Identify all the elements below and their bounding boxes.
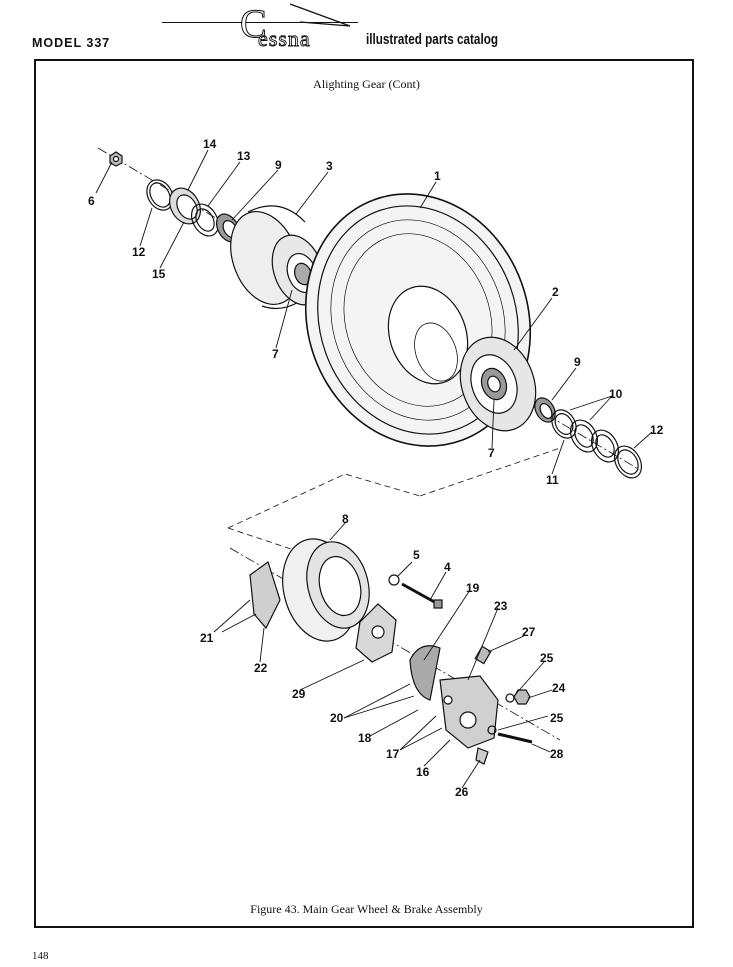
callout-14: 14 [203, 137, 217, 151]
callout-18: 18 [358, 731, 372, 745]
callout-10: 10 [609, 387, 623, 401]
callout-12b: 12 [650, 423, 664, 437]
callout-2: 2 [552, 285, 559, 299]
callout-21: 21 [200, 631, 214, 645]
part-wheel-half-2 [459, 336, 537, 432]
callout-20: 20 [330, 711, 344, 725]
part-snap-ring-12 [146, 179, 174, 211]
part-nut-24 [513, 689, 531, 705]
callout-4: 4 [444, 560, 451, 574]
part-lining-22 [249, 561, 281, 630]
callout-22: 22 [254, 661, 268, 675]
callout-9a: 9 [275, 158, 282, 172]
part-brake-cylinder-16 [439, 675, 499, 749]
logo-rule [162, 22, 358, 23]
part-seal-10 [569, 419, 599, 453]
callout-3: 3 [326, 159, 333, 173]
part-bolt-4 [401, 582, 439, 606]
callout-28: 28 [550, 747, 564, 761]
part-wheel-half-3 [230, 205, 325, 310]
part-nut-6 [109, 151, 123, 167]
callout-29: 29 [292, 687, 306, 701]
part-bolt-28 [497, 732, 533, 744]
callout-16: 16 [416, 765, 430, 779]
part-brake-disc-8 [282, 538, 370, 642]
callout-26: 26 [455, 785, 469, 799]
callout-11: 11 [546, 473, 559, 487]
callout-7b: 7 [488, 446, 495, 460]
cessna-logo-text: essna [258, 26, 311, 51]
callout-27: 27 [522, 625, 536, 639]
model-label: MODEL 337 [32, 36, 111, 50]
callout-19: 19 [466, 581, 480, 595]
figure-caption: Figure 43. Main Gear Wheel & Brake Assem… [250, 902, 483, 916]
callout-25b: 25 [550, 711, 564, 725]
callout-12a: 12 [132, 245, 146, 259]
callout-13: 13 [237, 149, 251, 163]
callout-15: 15 [152, 267, 166, 281]
cessna-logo: C [240, 1, 268, 46]
callout-7a: 7 [272, 347, 279, 361]
callout-6: 6 [88, 194, 95, 208]
callout-9b: 9 [574, 355, 581, 369]
part-tire-1 [304, 193, 532, 447]
part-bleeder-26 [475, 747, 489, 765]
callout-24: 24 [552, 681, 566, 695]
diagram-frame [34, 59, 694, 928]
callout-8: 8 [342, 512, 349, 526]
catalog-title: illustrated parts catalog [366, 31, 498, 48]
page-number: 148 [32, 950, 49, 962]
callout-1: 1 [434, 169, 441, 183]
part-washer-25 [505, 693, 515, 703]
callout-5: 5 [413, 548, 420, 562]
part-fitting-27 [474, 645, 492, 665]
part-washer-5 [388, 574, 400, 586]
callout-25a: 25 [540, 651, 554, 665]
part-felt-13 [190, 203, 220, 237]
part-snap-ring-12b [613, 445, 643, 479]
diagram-title: Alighting Gear (Cont) [313, 77, 420, 91]
callout-23: 23 [494, 599, 508, 613]
part-pressure-plate-19 [409, 645, 441, 701]
callout-17: 17 [386, 747, 400, 761]
